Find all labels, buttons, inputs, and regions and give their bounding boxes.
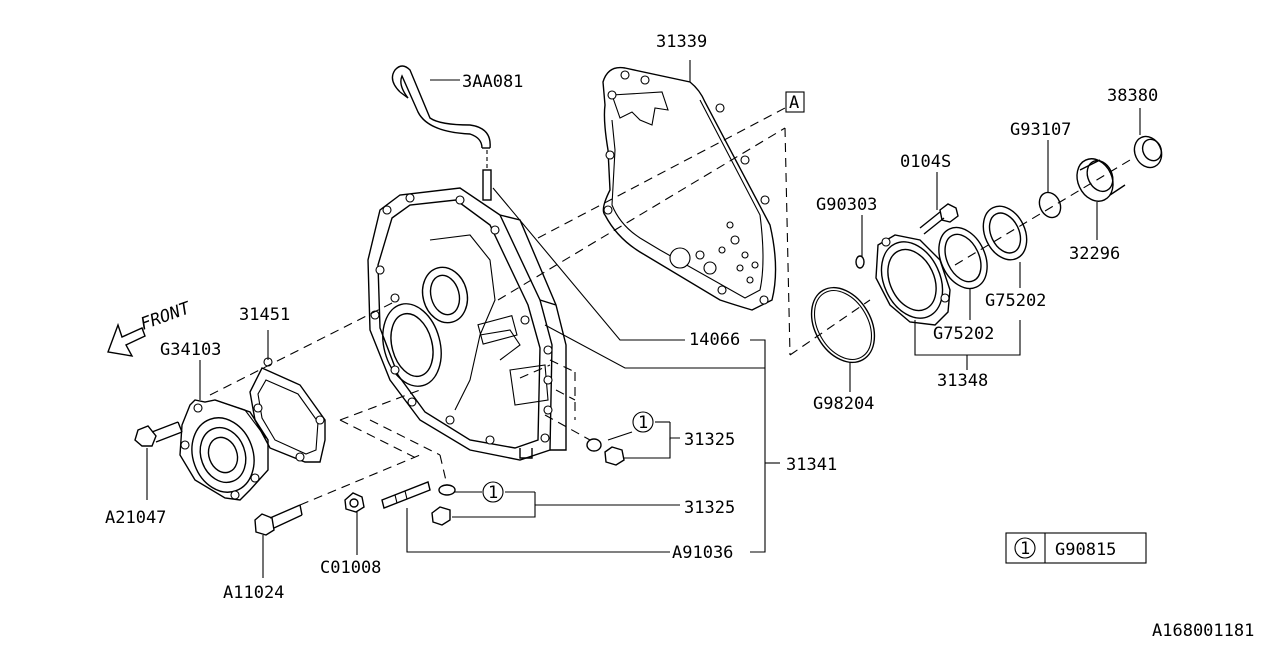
- part-label: 3AA081: [462, 72, 523, 92]
- legend-box: 1 G90815: [1005, 532, 1147, 564]
- plug-31325-upper: [586, 438, 625, 466]
- callout-number: 1: [488, 483, 498, 503]
- washer-G90303: [855, 255, 865, 269]
- o-ring-G93107: [1038, 191, 1062, 219]
- seal-G75202-rear: [982, 205, 1028, 261]
- gasket-31339: [602, 66, 777, 311]
- legend-symbol: 1: [1020, 539, 1030, 559]
- hose-3AA081: [391, 65, 491, 149]
- part-label: 31325: [684, 430, 735, 450]
- part-label: 0104S: [900, 152, 951, 172]
- diagram-id: A168001181: [1152, 621, 1254, 640]
- bolt-A11024: [254, 504, 303, 536]
- breather-pipe: [482, 150, 492, 201]
- part-label: A21047: [105, 508, 166, 528]
- stud-A91036: [381, 481, 431, 509]
- part-label: 31348: [937, 371, 988, 391]
- part-label: 32296: [1069, 244, 1120, 264]
- seal-G75202-front: [938, 226, 988, 290]
- part-label: 31341: [786, 455, 837, 475]
- section-marker: A: [789, 93, 799, 113]
- part-label: A91036: [672, 543, 733, 563]
- bolt-0104S: [919, 203, 959, 235]
- front-label: FRONT: [138, 298, 195, 335]
- o-ring-G98204: [810, 286, 876, 364]
- part-label: 31339: [656, 32, 707, 52]
- assembly-axis-lines: [209, 107, 1131, 506]
- part-label: 31451: [239, 305, 290, 325]
- gasket-31451: [249, 357, 326, 463]
- part-label: C01008: [320, 558, 381, 578]
- retainer-31348: [875, 234, 951, 326]
- plug-31325-lower: [431, 484, 456, 526]
- bolt-A21047: [134, 421, 183, 447]
- nut-C01008: [344, 492, 365, 513]
- part-label: G34103: [160, 340, 221, 360]
- front-arrow-icon: [107, 322, 146, 357]
- leader-lines: [146, 60, 1141, 578]
- transfer-case-cover: [367, 187, 567, 461]
- part-label: 14066: [689, 330, 740, 350]
- part-label: G98204: [813, 394, 874, 414]
- section-marker-box: [785, 91, 805, 113]
- part-label: A11024: [223, 583, 284, 603]
- part-label: 31325: [684, 498, 735, 518]
- part-label: G75202: [933, 324, 994, 344]
- part-label: 38380: [1107, 86, 1158, 106]
- part-label: G75202: [985, 291, 1046, 311]
- callout-number: 1: [638, 413, 648, 433]
- extension-housing-G34103: [179, 399, 269, 501]
- nut-38380: [1133, 135, 1163, 169]
- legend-part: G90815: [1055, 540, 1116, 560]
- part-label: G93107: [1010, 120, 1071, 140]
- part-label: G90303: [816, 195, 877, 215]
